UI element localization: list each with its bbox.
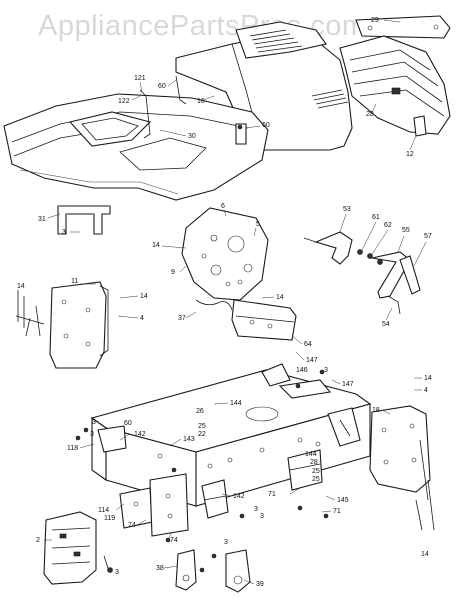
callout-114: 114	[98, 507, 109, 514]
callout-62: 62	[384, 222, 392, 229]
frame-center-plate	[287, 449, 323, 491]
callout-147b: 147	[342, 381, 354, 388]
callout-22: 22	[198, 431, 206, 438]
frame-hardware	[75, 427, 329, 573]
frame-rear-brackets	[119, 473, 229, 537]
hood-side-vents	[311, 89, 349, 109]
callout-3b: 3	[324, 367, 328, 374]
callout-26: 26	[196, 408, 204, 415]
callout-25c: 25	[312, 476, 320, 483]
callout-74b: 74	[170, 537, 178, 544]
callout-39: 39	[256, 581, 264, 588]
callout-28b: 28	[310, 459, 318, 466]
callout-14e: 14	[424, 375, 432, 382]
frame-upper-bracket	[261, 363, 325, 389]
callout-3g: 3	[260, 513, 264, 520]
callout-118: 118	[67, 445, 78, 452]
callout-29: 29	[371, 17, 379, 24]
dash-support-bracket	[231, 299, 297, 341]
callout-60: 60	[158, 83, 166, 90]
headlight-lens	[413, 115, 427, 137]
callout-55: 55	[402, 227, 410, 234]
callout-25b: 25	[312, 468, 320, 475]
callout-28: 28	[366, 111, 374, 118]
dash-panel	[181, 207, 269, 301]
callout-57: 57	[424, 233, 432, 240]
callout-60b: 60	[262, 122, 270, 129]
callout-14b: 14	[17, 283, 25, 290]
wire-harness	[195, 299, 233, 311]
frame-cross-plate	[327, 407, 361, 447]
callout-14c: 14	[140, 293, 148, 300]
callout-54: 54	[382, 321, 390, 328]
callout-3h: 3	[115, 569, 119, 576]
main-frame	[90, 369, 372, 507]
callout-18: 18	[372, 407, 380, 414]
callout-71b: 71	[333, 508, 341, 515]
callout-121: 121	[134, 75, 146, 82]
callout-11: 11	[71, 278, 78, 285]
callout-12: 12	[406, 151, 414, 158]
callout-3e: 3	[254, 506, 258, 513]
callout-142a: 142	[134, 431, 146, 438]
callout-2: 2	[36, 537, 40, 544]
callout-145: 145	[337, 497, 349, 504]
right-side-panel	[369, 405, 435, 531]
callout-4b: 4	[424, 387, 428, 394]
callout-64: 64	[304, 341, 312, 348]
rear-skid-plate	[43, 511, 97, 585]
callout-61: 61	[372, 214, 380, 221]
callout-14a: 14	[152, 242, 160, 249]
pedal-linkage	[303, 231, 421, 315]
callout-16: 16	[197, 98, 205, 105]
callout-38: 38	[156, 565, 164, 572]
bottom-bracket-left	[175, 549, 197, 591]
callout-9: 9	[171, 269, 175, 276]
callout-14f: 14	[421, 551, 429, 558]
callout-144a: 144	[230, 400, 242, 407]
frame-left-end-bracket	[97, 425, 127, 453]
fender-deck	[3, 93, 269, 201]
hood-grille	[249, 29, 303, 53]
callout-37: 37	[178, 315, 186, 322]
callout-142b: 142	[233, 493, 245, 500]
callout-53: 53	[343, 206, 351, 213]
callout-146: 146	[296, 367, 308, 374]
callout-3f: 3	[224, 539, 228, 546]
callout-4a: 4	[140, 315, 144, 322]
bottom-bracket-right	[199, 549, 251, 593]
callout-147a: 147	[306, 357, 318, 364]
callout-119: 119	[104, 515, 115, 522]
callout-6: 6	[221, 203, 225, 210]
callout-3a: 3	[62, 229, 66, 236]
callout-60c: 60	[124, 420, 132, 427]
callout-74a: 74	[128, 522, 136, 529]
callout-3c: 3	[92, 419, 96, 426]
callout-labels: 29 121 122 60 16 28 30 60 12 31 3 6 5 14…	[17, 17, 432, 588]
callout-5: 5	[256, 221, 260, 228]
callout-14d: 14	[276, 294, 284, 301]
callout-25a: 25	[198, 423, 206, 430]
leader-lines	[44, 19, 427, 585]
fender-support-bracket	[57, 205, 111, 235]
callout-31: 31	[38, 216, 46, 223]
left-mount-straps	[15, 290, 45, 337]
callout-71a: 71	[268, 491, 276, 498]
callout-143: 143	[183, 436, 195, 443]
hood-assembly	[175, 21, 353, 151]
callout-3d: 3	[90, 431, 94, 438]
front-bumper	[355, 15, 451, 39]
callout-30: 30	[188, 133, 196, 140]
callout-122: 122	[118, 98, 130, 105]
front-grille-panel	[339, 35, 451, 135]
callout-144b: 144	[305, 451, 317, 458]
left-side-panel	[49, 281, 109, 369]
hood-pivot-brackets	[139, 75, 247, 145]
